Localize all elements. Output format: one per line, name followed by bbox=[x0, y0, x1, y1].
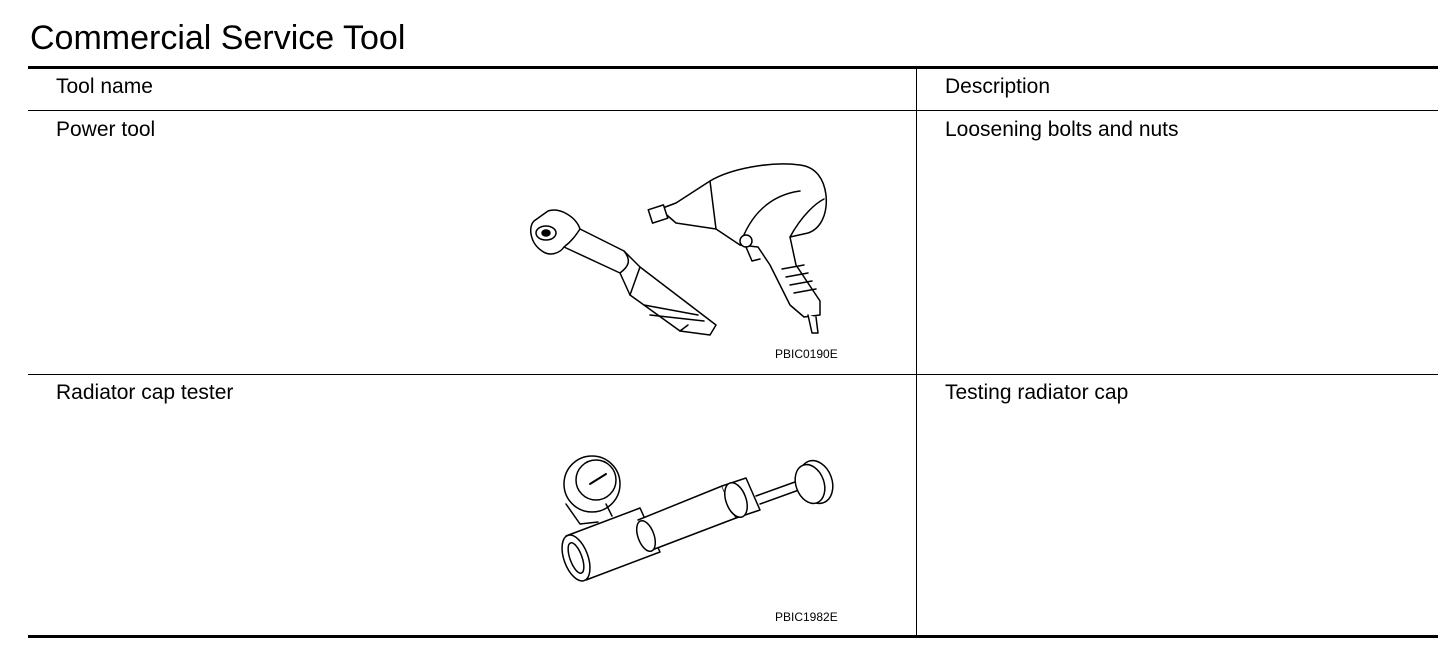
row-2-description: Testing radiator cap bbox=[945, 381, 1129, 404]
row-1-tool-name: Power tool bbox=[56, 118, 156, 141]
page-title: Commercial Service Tool bbox=[30, 19, 406, 57]
row-1-figure-code: PBIC0190E bbox=[775, 347, 838, 361]
air-ratchet-icon bbox=[529, 209, 717, 336]
row-2-figure-code: PBIC1982E bbox=[775, 610, 838, 624]
table-bottom-rule bbox=[28, 635, 1438, 638]
header-description: Description bbox=[945, 75, 1051, 98]
radiator-cap-tester-figure bbox=[550, 440, 850, 600]
header-bottom-rule bbox=[28, 110, 1438, 111]
impact-wrench-icon bbox=[647, 163, 828, 334]
column-divider bbox=[916, 67, 917, 637]
row-2-tool-name: Radiator cap tester bbox=[56, 381, 234, 404]
pressure-gauge-icon bbox=[563, 455, 621, 525]
table-top-rule bbox=[28, 66, 1438, 69]
power-tool-figure bbox=[520, 155, 840, 345]
row-1-description: Loosening bolts and nuts bbox=[945, 118, 1179, 141]
tester-body-icon bbox=[561, 459, 834, 582]
row-divider bbox=[28, 374, 1438, 375]
header-tool-name: Tool name bbox=[56, 75, 153, 98]
